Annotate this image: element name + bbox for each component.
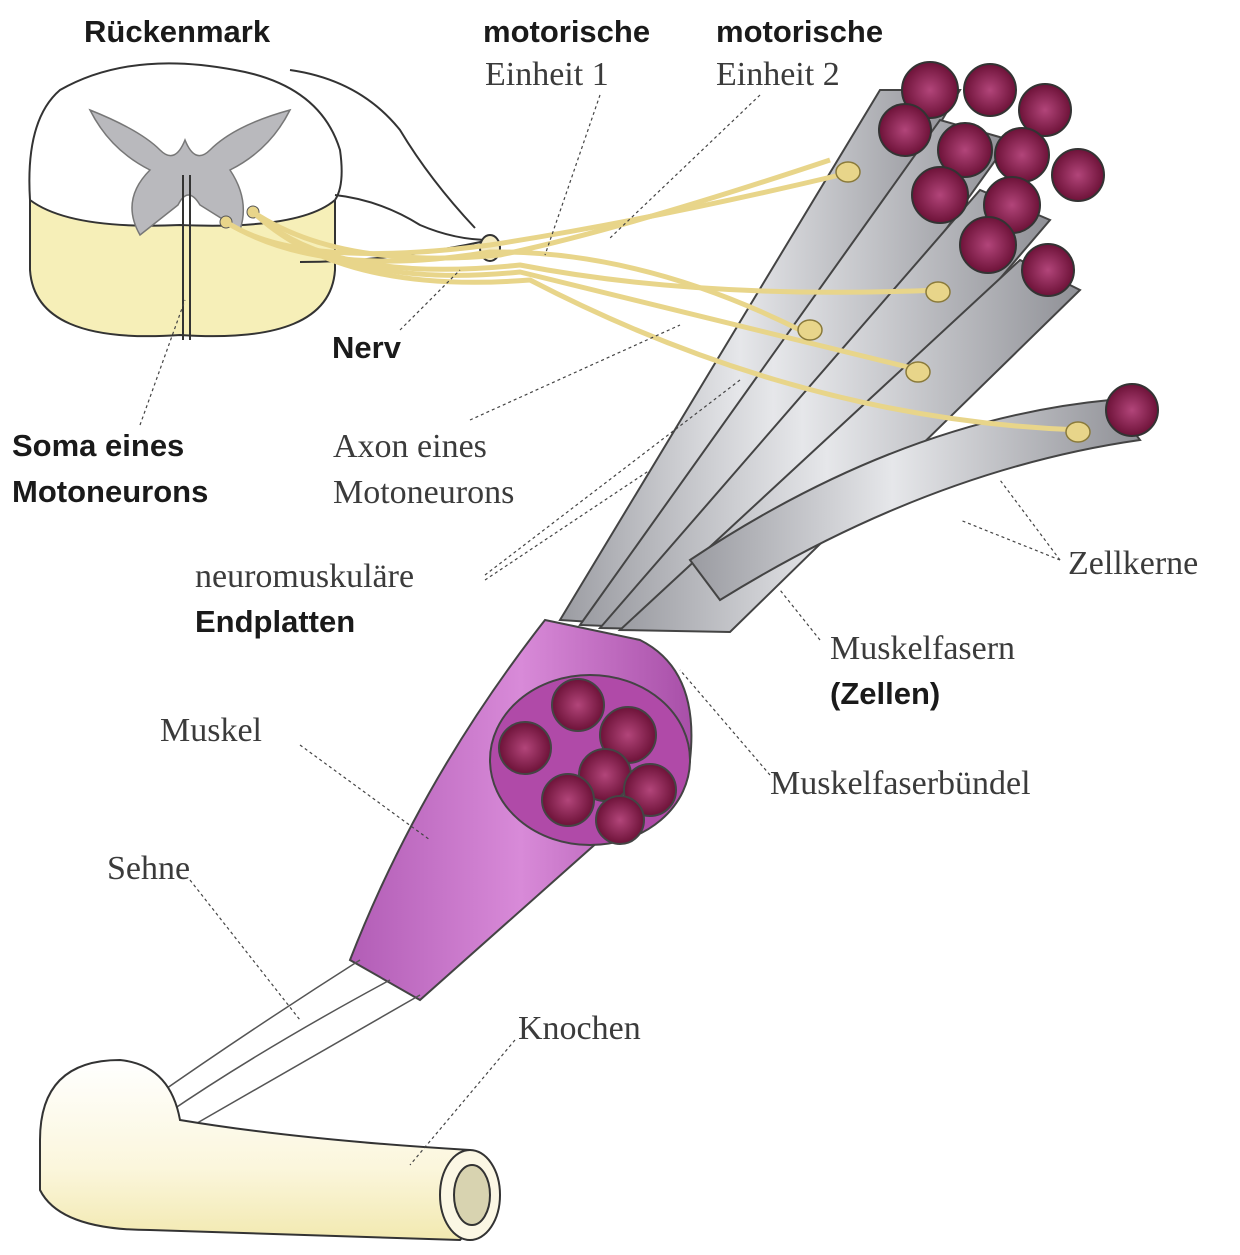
spinal-cord [28,62,491,340]
label-motor-unit-2-sub: Einheit 2 [716,56,840,93]
bone [39,1058,501,1242]
tendon [149,959,421,1131]
label-motor-unit-1-sub: Einheit 1 [485,56,609,93]
muscle [348,618,693,1002]
fiber-ends [878,61,1159,437]
label-muskelfaserbuendel: Muskelfaserbündel [770,765,1031,802]
endplates [797,161,1091,443]
label-endplatten-line1: neuromuskuläre [195,558,415,595]
motor-axons [224,157,1081,433]
leader-lines [139,94,1061,1166]
label-axon-line1: Axon eines [333,428,487,465]
label-rueckenmark: Rückenmark [84,14,271,49]
label-soma-line1: Soma eines [12,428,185,463]
label-soma-line2: Motoneurons [12,474,209,509]
label-zellkerne: Zellkerne [1068,545,1199,582]
label-muskelfasern-line1: Muskelfasern [830,630,1016,667]
label-motor-unit-2-title: motorische [716,14,884,49]
label-motor-unit-1-title: motorische [483,14,651,49]
label-muskelfasern-line2: (Zellen) [830,676,941,711]
label-nerv: Nerv [332,330,401,365]
label-endplatten-line2: Endplatten [195,604,356,639]
label-muskel: Muskel [160,712,262,749]
label-sehne: Sehne [107,850,191,887]
label-knochen: Knochen [518,1010,641,1047]
label-axon-line2: Motoneurons [333,474,515,511]
